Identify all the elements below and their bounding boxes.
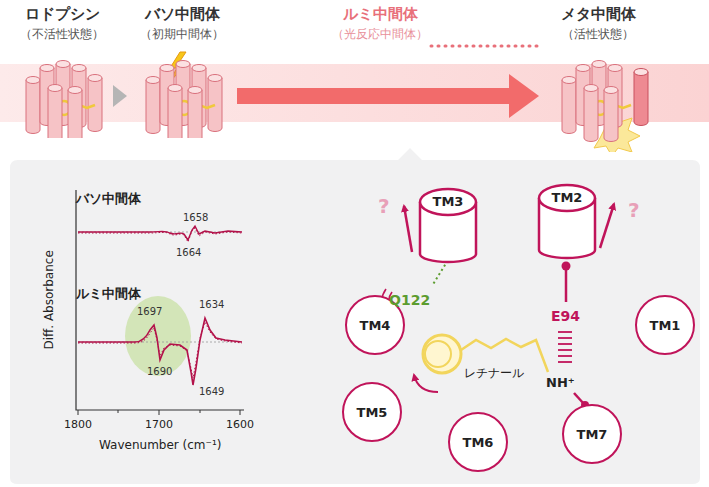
helix-top (604, 87, 618, 94)
axis-title: Diff. Absorbance (43, 250, 57, 349)
state-transition-arrow (237, 74, 539, 118)
helix-cylinder (48, 88, 62, 138)
detail-panel (10, 148, 700, 484)
helix-top (26, 77, 40, 84)
node-title: TM6 (463, 435, 494, 450)
helix-top (192, 65, 206, 72)
helix-cylinder-node: TM3 (418, 186, 478, 264)
node-title: TM1 (650, 318, 681, 333)
helix-top (168, 85, 182, 92)
helix-cylinder (604, 90, 618, 142)
helix-top (584, 85, 598, 92)
helix-cylinder (26, 80, 40, 134)
node-title: ロドプシン (10, 4, 114, 24)
node-title: TM2 (537, 182, 597, 206)
protein-illustration (542, 52, 654, 152)
annotation-label: ? (628, 199, 640, 222)
node-subtitle: （初期中間体） (130, 24, 234, 44)
node-subtitle: （活性状態） (542, 24, 654, 44)
state-transition-arrow (431, 46, 539, 47)
helix-top (56, 61, 70, 68)
helix-top (48, 85, 62, 92)
ir-spectra-chart (76, 190, 244, 415)
helix-cylinder (146, 80, 160, 134)
helix-top (88, 75, 102, 82)
annotation-label: Q122 (389, 292, 430, 308)
arrow-head (113, 85, 127, 107)
node-title: バソ中間体 (130, 4, 234, 24)
node-title: ルミ中間体 (332, 4, 428, 24)
tick-label: 1664 (176, 247, 201, 259)
helix-top (592, 61, 606, 68)
tick-label: 1690 (147, 366, 172, 378)
helix-top (68, 87, 82, 94)
helix-circle: TM6 (448, 412, 508, 472)
helix-top (72, 65, 86, 72)
protein-illustration (130, 52, 234, 138)
helix-cylinder (68, 90, 82, 138)
helix-cylinder (168, 88, 182, 138)
annotation-label: バソ中間体 (76, 192, 141, 207)
annotation-label: レチナール (464, 367, 524, 381)
arrow-shaft (237, 88, 509, 104)
tick-label: 1658 (183, 212, 208, 224)
helix-cylinder (188, 90, 202, 138)
annotation-label: NH⁺ (546, 376, 575, 391)
helix-cylinder (584, 88, 598, 141)
tick-label: 1600 (226, 419, 254, 432)
protein-illustration (10, 52, 114, 138)
node-subtitle: （不活性状態） (10, 24, 114, 44)
helix-top (208, 75, 222, 82)
annotation-label: ? (378, 195, 390, 218)
helix-top (562, 77, 576, 84)
tick-label: 1649 (199, 386, 224, 398)
helix-top (160, 65, 174, 72)
helix-circle: TM1 (635, 295, 695, 355)
node-title: TM4 (360, 318, 391, 333)
node-title: TM7 (577, 427, 608, 442)
node-title: メタ中間体 (542, 4, 654, 24)
helix-top (176, 61, 190, 68)
helix-top (188, 87, 202, 94)
helix-cylinder (208, 78, 222, 132)
annotation-label: ルミ中間体 (76, 287, 141, 302)
state-transition-arrow (113, 85, 127, 107)
state-label-group: ロドプシン（不活性状態） (10, 4, 114, 138)
helix-cylinder (634, 72, 648, 126)
helix-cylinder (562, 80, 576, 134)
node-subtitle: （光反応中間体） (332, 24, 428, 44)
tick-label: 1700 (145, 419, 173, 432)
state-label-group: ルミ中間体（光反応中間体） (332, 4, 428, 44)
state-label-group: メタ中間体（活性状態） (542, 4, 654, 152)
annotation-label: E94 (551, 308, 580, 324)
node-title: TM5 (357, 405, 388, 420)
state-label-group: バソ中間体（初期中間体） (130, 4, 234, 138)
helix-top (40, 65, 54, 72)
tick-label: 1697 (137, 306, 162, 318)
tick-label: 1800 (64, 419, 92, 432)
helix-cylinder (88, 78, 102, 132)
helix-cylinder-node: TM2 (537, 182, 597, 260)
helix-top (608, 65, 622, 72)
helix-top (576, 65, 590, 72)
annotation-label: Wavenumber (cm⁻¹) (99, 439, 221, 453)
arrow-head (509, 74, 539, 118)
helix-circle: TM5 (342, 382, 402, 442)
helix-circle: TM7 (562, 404, 622, 464)
node-title: TM3 (418, 186, 478, 210)
helix-top (146, 77, 160, 84)
tick-label: 1634 (199, 299, 224, 311)
helix-top (634, 69, 648, 76)
arrow-shaft (431, 45, 539, 48)
